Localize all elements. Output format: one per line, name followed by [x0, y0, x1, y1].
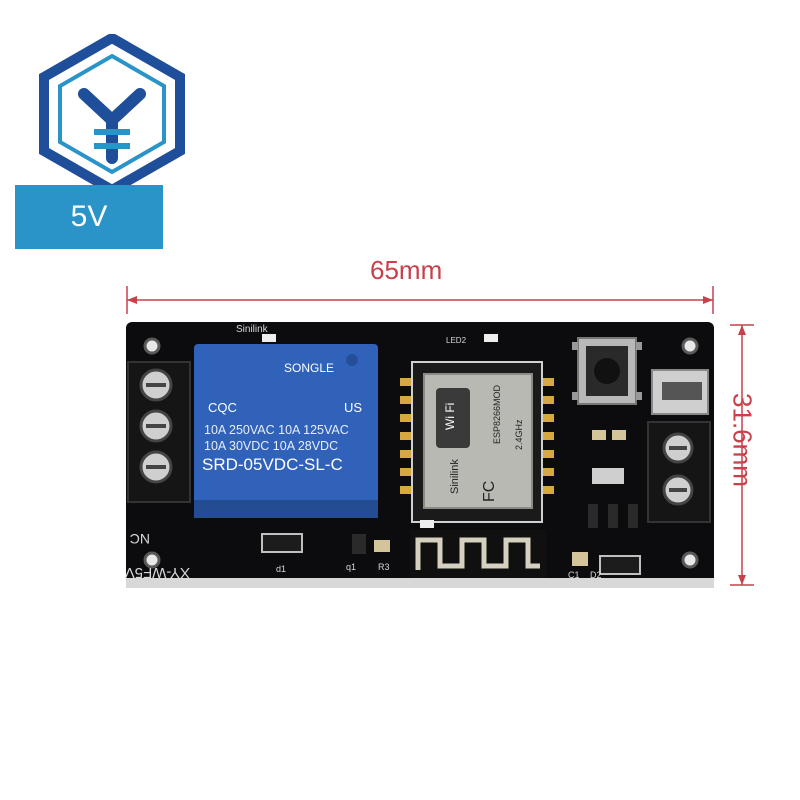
module-fc-mark: FC: [481, 481, 498, 502]
silkscreen-brand: Sinilink: [236, 324, 269, 335]
silkscreen-led2: LED2: [446, 336, 467, 345]
micro-usb-port: [651, 369, 709, 415]
silkscreen-r3: R3: [378, 562, 390, 572]
mounting-holes: [143, 337, 699, 569]
silkscreen-q1: q1: [346, 562, 356, 572]
terminal-block-right: [647, 421, 711, 523]
width-dimension-line: [126, 286, 714, 314]
module-frequency: 2.4GHz: [514, 419, 524, 450]
relay-model: SRD-05VDC-SL-C: [202, 455, 343, 474]
height-label: 31.6mm: [727, 393, 758, 487]
silkscreen-d1: d1: [276, 564, 286, 574]
voltage-badge: 5V: [15, 185, 163, 249]
relay-cert-left: CQC: [208, 400, 237, 415]
relay-brand: SONGLE: [284, 361, 334, 375]
relay-rating-line1: 10A 250VAC 10A 125VAC: [204, 423, 349, 437]
smd-components: [261, 430, 641, 575]
relay-cert-right: US: [344, 400, 362, 415]
module-model: ESP8266MOD: [492, 384, 502, 444]
terminal-block-left: [127, 361, 191, 503]
silkscreen-d2: D2: [590, 570, 602, 580]
pcb-antenna: [410, 530, 546, 578]
relay-rating-line2: 10A 30VDC 10A 28VDC: [204, 439, 338, 453]
silkscreen-board-name: XY-WF5V: [125, 564, 190, 581]
module-vendor: Sinilink: [449, 459, 461, 494]
module-wifi-text: Wi Fi: [443, 403, 457, 430]
wifi-module: Wi Fi ESP8266MOD 2.4GHz Sinilink FC: [400, 361, 554, 523]
status-leds: [262, 334, 498, 528]
reset-button: [572, 337, 642, 405]
relay: SONGLE CQC US 10A 250VAC 10A 125VAC 10A …: [194, 344, 378, 518]
silkscreen-nc: NC: [130, 531, 150, 547]
width-label: 65mm: [370, 255, 443, 285]
height-dimension-line: [730, 324, 754, 586]
silkscreen-c1: C1: [568, 570, 580, 580]
